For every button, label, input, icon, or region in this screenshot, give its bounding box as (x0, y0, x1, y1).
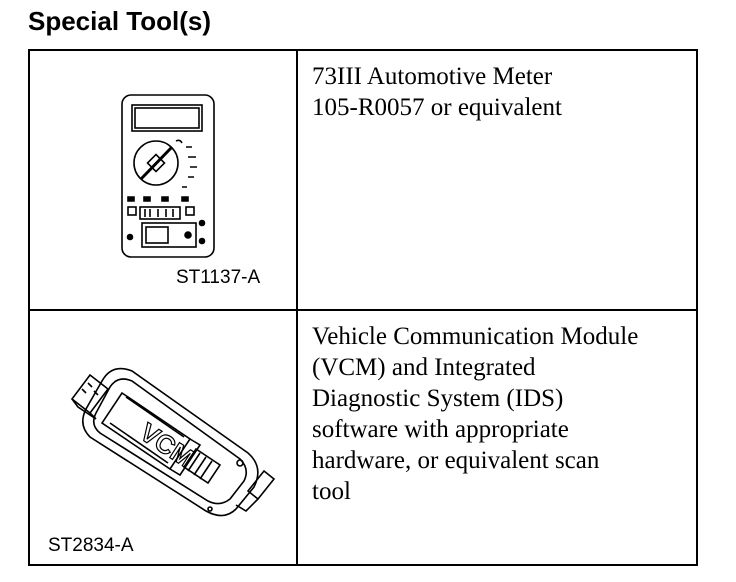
figure-code: ST1137-A (176, 267, 261, 288)
description-line: hardware, or equivalent scan (312, 447, 600, 474)
tool-image-cell: VCM ST2834-A (30, 311, 298, 564)
description-line: tool (312, 478, 351, 505)
page-title: Special Tool(s) (28, 6, 211, 36)
description-line: software with appropriate (312, 416, 569, 443)
tool-row-meter: ST1137-A 73III Automotive Meter 105-R005… (30, 51, 696, 311)
tool-description: 73III Automotive Meter 105-R0057 or equi… (298, 51, 696, 309)
special-tools-table: ST1137-A 73III Automotive Meter 105-R005… (28, 49, 698, 566)
description-line: Diagnostic System (IDS) (312, 385, 564, 412)
description-line: (VCM) and Integrated (312, 354, 536, 381)
description-line: Vehicle Communication Module (312, 323, 639, 350)
description-line: 105-R0057 or equivalent (312, 94, 562, 121)
tool-description: Vehicle Communication Module (VCM) and I… (298, 311, 696, 564)
tool-row-vcm: VCM ST2834-A Vehicle Communication Modul… (30, 311, 696, 564)
multimeter-icon (121, 94, 215, 258)
figure-code: ST2834-A (48, 535, 134, 556)
description-line: 73III Automotive Meter (312, 63, 553, 90)
vcm-module-icon: VCM (70, 367, 276, 517)
tool-image-cell: ST1137-A (30, 51, 298, 309)
